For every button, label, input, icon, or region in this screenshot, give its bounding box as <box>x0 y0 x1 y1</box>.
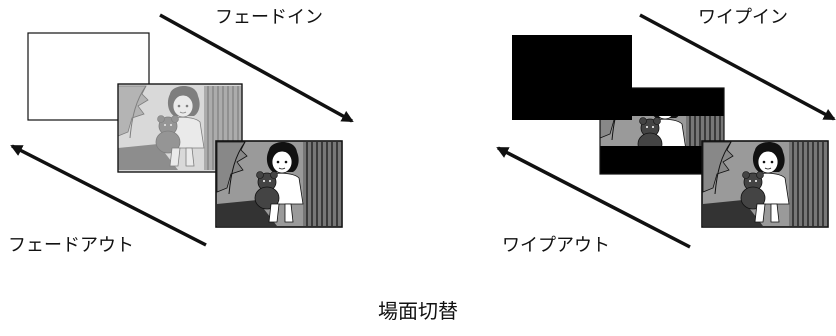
wipe-in-arrow-icon <box>639 13 836 121</box>
wipe-out-label: ワイプアウト <box>502 235 610 256</box>
fade-out-arrow-icon <box>10 144 207 247</box>
diagram-caption: 場面切替 <box>378 299 458 323</box>
fade-in-label: フェードイン <box>215 7 323 28</box>
fade-in-arrow-icon <box>159 13 354 123</box>
wipe-in-label: ワイプイン <box>698 7 788 28</box>
fade-out-label: フェードアウト <box>8 235 134 256</box>
fade-full-frame <box>215 140 343 228</box>
wipe-out-arrow-icon <box>496 146 691 249</box>
wipe-full-frame <box>701 140 829 228</box>
